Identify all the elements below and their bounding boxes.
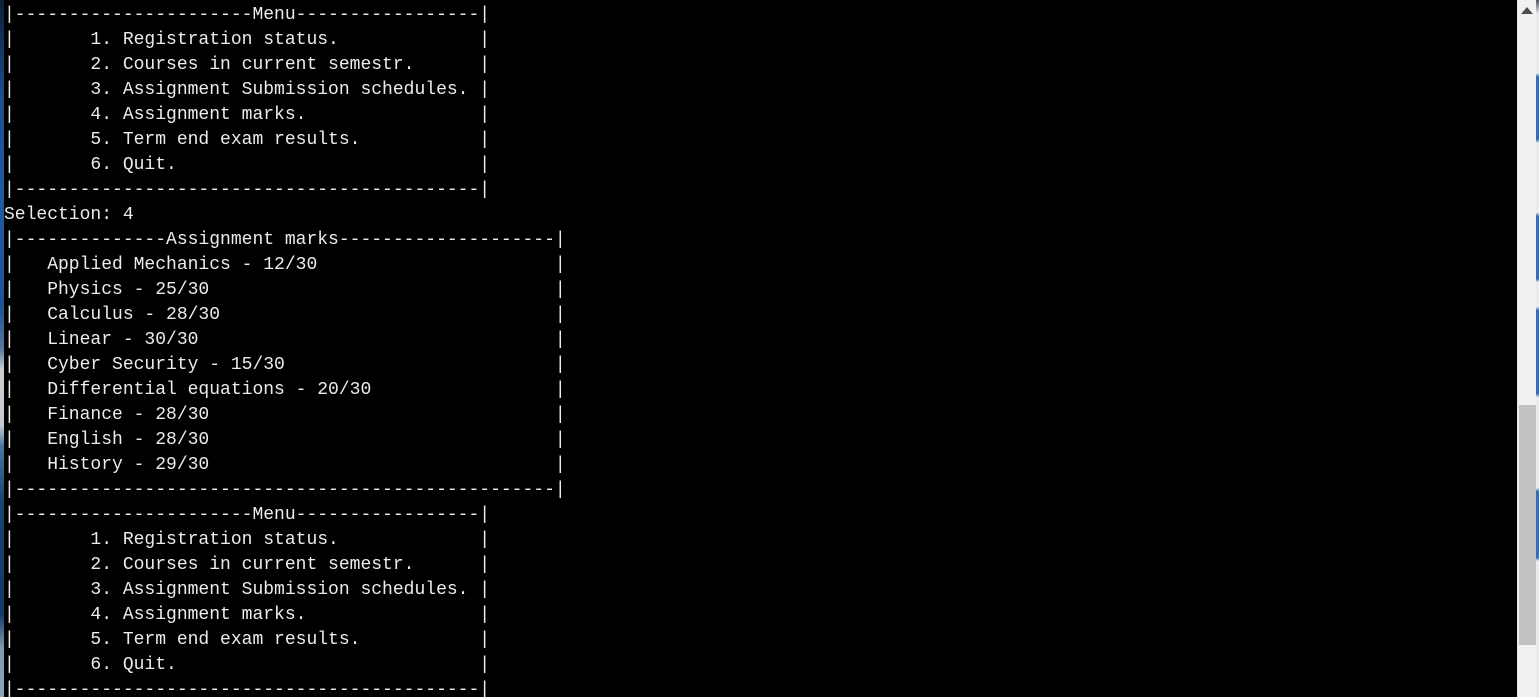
terminal-line: | 5. Term end exam results. | [4,130,491,150]
scroll-up-button[interactable] [1518,0,1536,20]
terminal-line: | Cyber Security - 15/30 | [4,355,566,375]
terminal-line: | Differential equations - 20/30 | [4,380,566,400]
terminal-line: |--------------Assignment marks---------… [4,230,566,250]
terminal-output[interactable]: |----------------------Menu-------------… [4,0,1517,697]
terminal-line: | 1. Registration status. | [4,30,491,50]
terminal-line: | Calculus - 28/30 | [4,305,566,325]
desktop-edge-right [1536,0,1539,697]
terminal-line: | English - 28/30 | [4,430,566,450]
terminal-line: | 2. Courses in current semestr. | [4,555,491,575]
terminal-line: |----------------------Menu-------------… [4,505,491,525]
terminal-line: | 1. Registration status. | [4,530,491,550]
terminal-line: | 6. Quit. | [4,155,491,175]
vertical-scrollbar[interactable] [1517,0,1536,697]
terminal-line: | Linear - 30/30 | [4,330,566,350]
desktop-edge-left [0,0,4,697]
terminal-line: Selection: 4 [4,205,134,225]
scroll-up-arrow-icon [1521,6,1533,14]
terminal-line: | Physics - 25/30 | [4,280,566,300]
scrollbar-thumb[interactable] [1519,405,1536,645]
terminal-line: | 5. Term end exam results. | [4,630,491,650]
terminal-line: | 4. Assignment marks. | [4,105,491,125]
terminal-line: |----------------------Menu-------------… [4,5,491,25]
terminal-line: |---------------------------------------… [4,680,491,697]
terminal-line: | 3. Assignment Submission schedules. | [4,80,491,100]
terminal-line: | Applied Mechanics - 12/30 | [4,255,566,275]
terminal-line: | History - 29/30 | [4,455,566,475]
terminal-line: |---------------------------------------… [4,480,566,500]
terminal-line: | 4. Assignment marks. | [4,605,491,625]
terminal-line: | 2. Courses in current semestr. | [4,55,491,75]
terminal-line: | Finance - 28/30 | [4,405,566,425]
terminal-line: | 6. Quit. | [4,655,491,675]
terminal-line: | 3. Assignment Submission schedules. | [4,580,491,600]
terminal-line: |---------------------------------------… [4,180,491,200]
